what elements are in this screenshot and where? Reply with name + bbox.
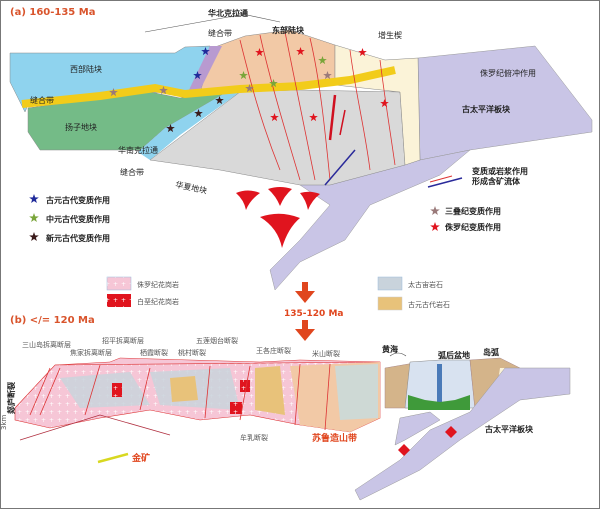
paleoproterozoic-patch [170,376,198,402]
suture-zone-band [21,66,396,108]
fault-wulian-yantai: 五莲烟台断裂 [196,336,238,345]
label-western-block: 西部陆块 [70,64,102,74]
magma-plumes [236,187,320,248]
legend-label: 白垩纪花岗岩 [137,297,179,306]
gold-deposit-icon [97,452,129,464]
legend-label: 变质或岩浆作用 [472,166,528,176]
legend-label: 古元古代岩石 [408,300,450,309]
magma-body [398,444,410,456]
label-cathaysia-block: 华夏地块 [175,179,208,195]
legend-metamorphism: 古元古代变质作用 中元古代变质作用 新元古代变质作用 [29,194,110,243]
paleoproterozoic-patch [255,366,285,415]
scale-label: 3km [0,414,8,430]
panel-a-title: (a) 160-135 Ma [10,7,95,18]
fault-jiaojia: 焦家拆离断层 [70,348,112,357]
archean-rock-patch [335,364,378,420]
legend-label: 侏罗纪变质作用 [445,222,501,232]
label-north-china-craton: 华北克拉通 [208,8,248,18]
magma-body [445,426,457,438]
star-icon [29,194,39,203]
cretaceous-granite-body [240,380,250,392]
fault-lines [239,31,396,186]
star-icon [430,222,440,231]
label-jurassic-thrust: 侏罗纪俯冲作用 [480,68,536,78]
fault-muru: 牟乳断裂 [240,433,268,442]
label-paleo-pacific-plate-a: 古太平洋板块 [462,104,511,114]
yellow-sea-brace [389,352,407,357]
star-icon [29,213,39,222]
basin-volcanic-green [408,395,470,410]
label-sulu-orogen: 苏鲁造山带 [312,432,357,444]
rift-strip [437,364,442,409]
fluid-line-icon [429,175,453,183]
fault-qixia: 栖霞断裂 [140,348,168,357]
fault-zhaoping: 招平拆离断层 [102,336,144,345]
label-island-arc: 岛弧 [483,347,499,357]
label-gold-deposit: 金矿 [131,452,150,464]
rock-legend: 侏罗纪花岗岩 白垩纪花岗岩 太古宙岩石 古元古代岩石 [106,276,450,311]
fault-sanshandao: 三山岛拆离断层 [22,340,71,349]
suture-purple-strip [188,46,222,92]
legend-label: 新元古代变质作用 [46,233,110,243]
fault-tanlu: 郯庐断裂 [6,382,16,415]
back-arc-slab [394,411,441,446]
panel-b-title: (b) </= 120 Ma [10,315,95,326]
label-suture-bottom: 缝合带 [120,167,144,177]
label-paleo-pacific-plate-b: 古太平洋板块 [485,424,534,434]
legend-label: 侏罗纪花岗岩 [137,280,179,289]
legend-label: 三叠纪变质作用 [445,206,501,216]
legend-label: 太古宙岩石 [408,280,443,289]
legend-right: 变质或岩浆作用 形成含矿流体 三叠纪变质作用 侏罗纪变质作用 [427,166,528,232]
cretaceous-granite-body [230,402,242,414]
paleo-pacific-plate-b [354,367,571,501]
label-suture-west: 缝合带 [30,95,54,105]
paleo-pacific-plate-shape [417,45,593,161]
transition-label: 135-120 Ma [284,309,343,319]
transition-arrow [295,282,315,341]
legend-label: 中元古代变质作用 [46,214,110,224]
label-accretionary-wedge: 增生楔 [378,30,402,40]
label-yangtze-block: 扬子地块 [65,122,97,132]
fault-taocun: 桃村断裂 [178,348,206,357]
label-suture-top: 缝合带 [208,28,232,38]
label-yellow-sea: 黄海 [382,344,398,354]
star-icon [29,232,39,241]
star-icon [430,206,440,215]
label-back-arc-basin: 弧后盆地 [438,350,470,360]
fluid-line-icon [427,177,463,188]
cretaceous-granite-body [112,383,122,397]
label-south-china-craton: 华南克拉通 [118,145,158,155]
legend-label: 形成含矿流体 [472,176,521,186]
section-faults [19,363,331,441]
fault-wanggezhuang: 王各庄断裂 [256,346,291,355]
archean-rock-patch [60,372,150,408]
label-eastern-block: 东部陆块 [272,25,305,35]
south-china-blue-strip [138,92,240,160]
legend-label: 古元古代变质作用 [46,195,110,205]
fault-mishan: 米山断裂 [312,349,340,358]
